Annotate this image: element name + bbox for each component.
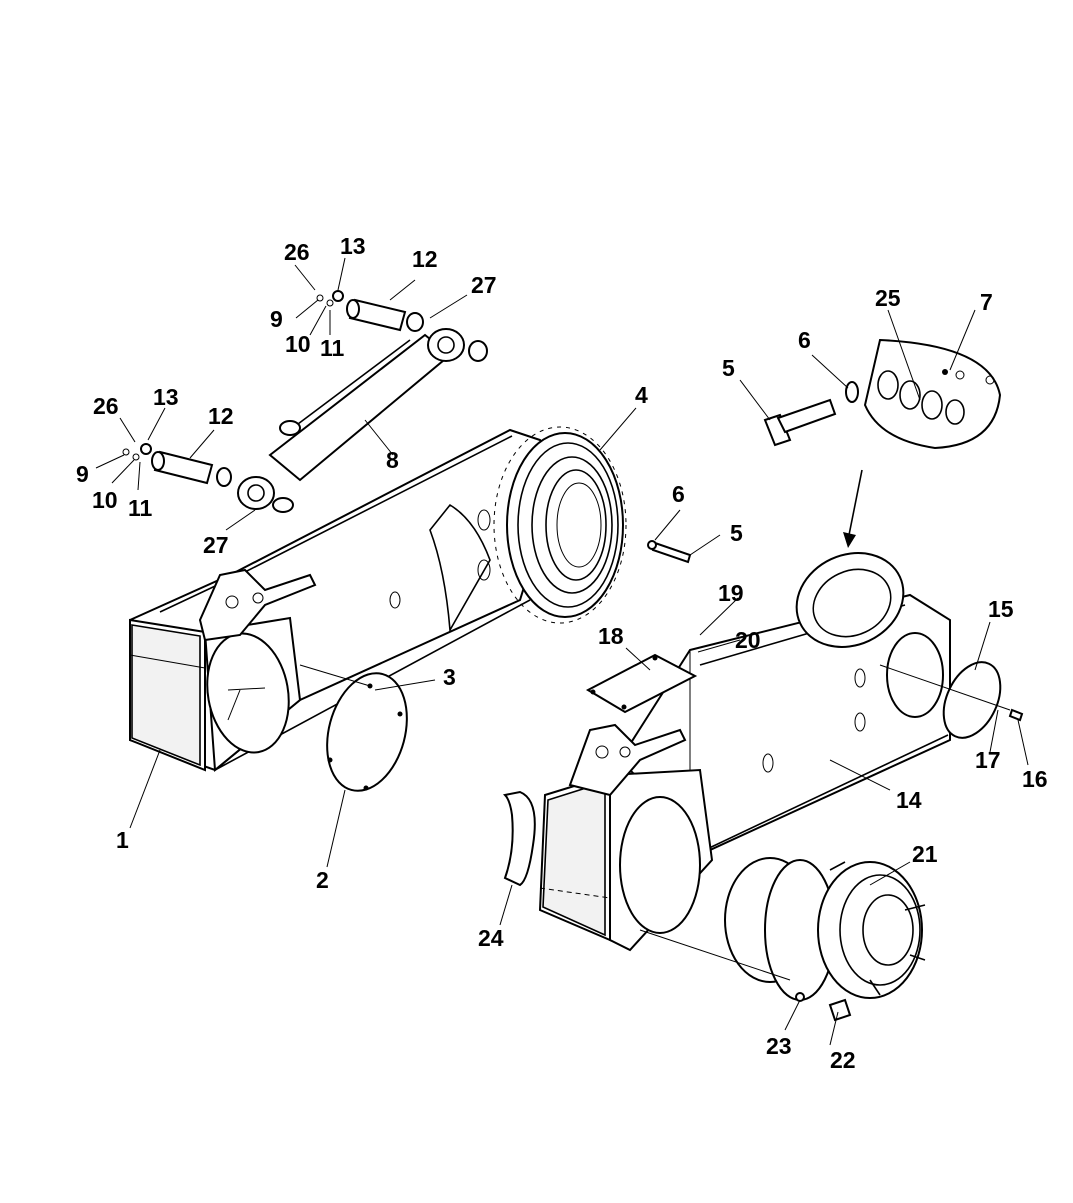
callout-18: 18 xyxy=(598,623,624,649)
callout-24: 24 xyxy=(478,925,504,951)
callout-11-upper: 11 xyxy=(320,335,345,361)
callout-6-middle: 6 xyxy=(672,481,685,507)
callout-9-lower: 9 xyxy=(76,461,89,487)
callout-17: 17 xyxy=(975,747,1001,773)
cover-plate-18 xyxy=(585,653,698,714)
callout-13-upper: 13 xyxy=(340,233,366,259)
final-drive-21 xyxy=(639,857,926,1022)
callout-1: 1 xyxy=(116,827,129,853)
leader-lines xyxy=(95,257,1029,1046)
callout-16: 16 xyxy=(1022,766,1048,792)
callout-2: 2 xyxy=(316,867,329,893)
callout-14: 14 xyxy=(896,787,922,813)
callout-21: 21 xyxy=(912,841,938,867)
callout-3: 3 xyxy=(443,664,456,690)
bolt-5-upper xyxy=(763,381,859,447)
callout-23: 23 xyxy=(766,1033,792,1059)
callout-8: 8 xyxy=(386,447,399,473)
cover-plate-2 xyxy=(299,664,408,792)
callout-5-upper: 5 xyxy=(722,355,735,381)
bolt-5-middle xyxy=(647,540,692,564)
callout-5-middle: 5 xyxy=(730,520,743,546)
bearing-assembly-7 xyxy=(863,338,1002,450)
callout-4: 4 xyxy=(635,382,648,408)
callout-15: 15 xyxy=(988,596,1014,622)
callout-7: 7 xyxy=(980,289,993,315)
callout-26-upper: 26 xyxy=(284,239,310,265)
callout-20: 20 xyxy=(735,627,761,653)
callout-9-upper: 9 xyxy=(270,306,283,332)
hydraulic-cylinder-8 xyxy=(216,312,488,513)
pin-12-lower xyxy=(122,443,214,485)
callout-22: 22 xyxy=(830,1047,856,1073)
callout-6-upper: 6 xyxy=(798,327,811,353)
callout-12-upper: 12 xyxy=(412,246,438,272)
slewing-ring-4 xyxy=(493,426,627,624)
pin-12-upper xyxy=(316,290,407,332)
callout-labels: 1 2 3 4 5 5 6 6 7 8 9 9 10 10 11 11 12 1… xyxy=(76,233,1048,1073)
callout-13-lower: 13 xyxy=(153,384,179,410)
left-bogie-arm xyxy=(129,428,562,773)
callout-12-lower: 12 xyxy=(208,403,234,429)
callout-26-lower: 26 xyxy=(93,393,119,419)
arrow-pointer xyxy=(843,469,863,548)
callout-27-lower: 27 xyxy=(203,532,229,558)
callout-25: 25 xyxy=(875,285,901,311)
right-bogie-arm xyxy=(538,552,951,952)
callout-27-upper: 27 xyxy=(471,272,497,298)
cover-plate-15 xyxy=(879,661,1024,739)
callout-19: 19 xyxy=(718,580,744,606)
callout-11-lower: 11 xyxy=(128,495,153,521)
callout-10-upper: 10 xyxy=(285,331,311,357)
segment-24 xyxy=(502,790,536,887)
callout-10-lower: 10 xyxy=(92,487,118,513)
